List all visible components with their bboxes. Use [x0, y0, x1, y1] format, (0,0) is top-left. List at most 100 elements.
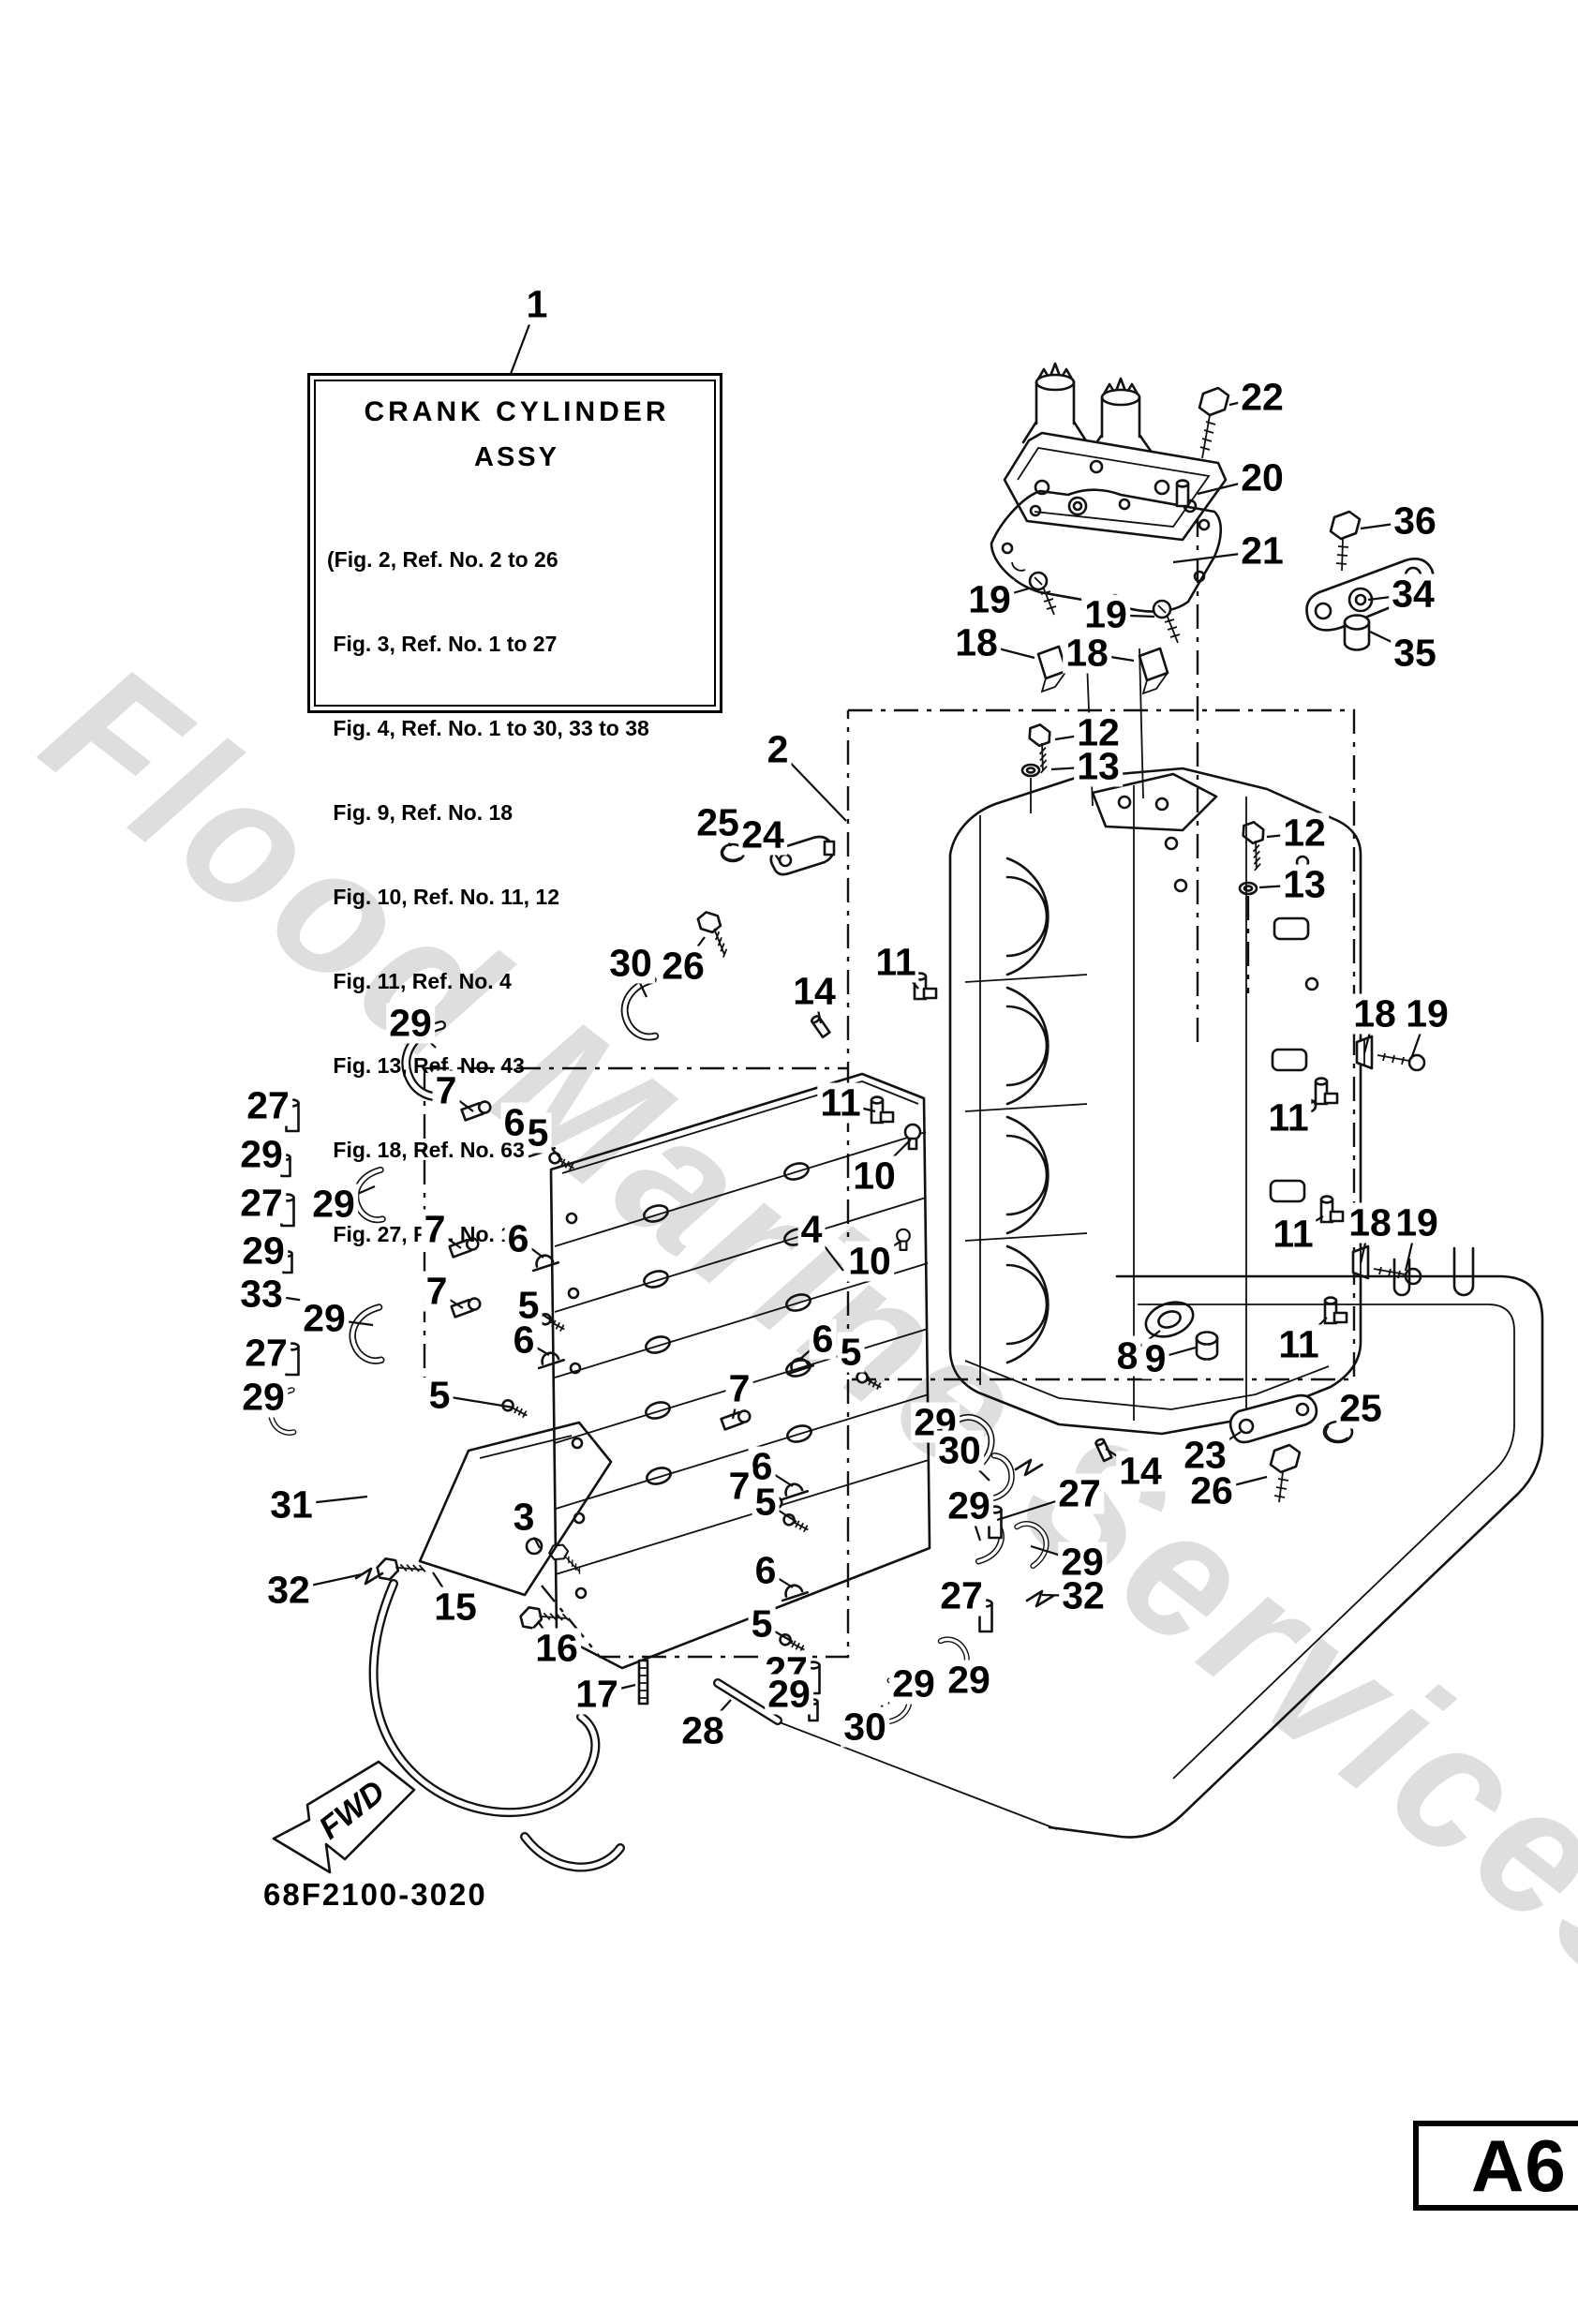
watermark-text: Flood Marine Services	[9, 625, 1578, 2033]
callout-18: 18	[1346, 1202, 1394, 1244]
callout-18: 18	[952, 622, 1001, 663]
callout-12: 12	[1074, 712, 1123, 753]
callout-22: 22	[1238, 377, 1287, 418]
callout-18: 18	[1350, 993, 1399, 1035]
callout-10: 10	[845, 1241, 894, 1282]
callout-3: 3	[510, 1497, 538, 1538]
callout-29: 29	[889, 1663, 938, 1705]
callout-29: 29	[237, 1134, 286, 1175]
callout-2: 2	[764, 729, 792, 770]
callout-30: 30	[841, 1706, 889, 1748]
callout-7: 7	[423, 1271, 451, 1312]
callout-6: 6	[500, 1102, 528, 1143]
callout-29: 29	[386, 1003, 435, 1044]
callout-4: 4	[797, 1209, 826, 1250]
callout-1: 1	[523, 284, 551, 325]
callout-15: 15	[431, 1587, 480, 1628]
callout-25: 25	[693, 802, 742, 843]
callout-21: 21	[1238, 530, 1287, 572]
callout-5: 5	[752, 1482, 780, 1523]
bolt-12-right	[1230, 816, 1281, 872]
callout-34: 34	[1389, 574, 1437, 615]
washer-13-left	[1020, 763, 1041, 778]
exhaust-flange-8	[1144, 1301, 1195, 1338]
callout-26: 26	[659, 946, 707, 987]
collar-35	[1343, 614, 1371, 651]
callout-32: 32	[1059, 1575, 1108, 1616]
anode-bracket-23	[1228, 1393, 1318, 1444]
figure-ref-line: (Fig. 2, Ref. No. 2 to 26	[327, 547, 558, 572]
page-tag: A6	[1413, 2121, 1578, 2211]
callout-6: 6	[752, 1550, 780, 1591]
figure-ref-line: Fig. 10, Ref. No. 11, 12	[327, 885, 559, 909]
figure-ref-line: Fig. 3, Ref. No. 1 to 27	[327, 632, 558, 656]
u-clips	[1392, 1246, 1475, 1297]
callout-28: 28	[678, 1710, 727, 1751]
callout-29: 29	[945, 1485, 993, 1527]
callout-9: 9	[1141, 1338, 1169, 1379]
figure-ref-line: Fig. 11, Ref. No. 4	[327, 969, 512, 993]
cylinder-head-cover	[1003, 362, 1228, 542]
callout-17: 17	[573, 1674, 621, 1715]
fwd-arrow: FWD	[272, 1760, 416, 1874]
callout-30: 30	[935, 1430, 984, 1471]
anode-18-right	[1138, 647, 1169, 695]
callout-8: 8	[1113, 1335, 1141, 1377]
callout-6: 6	[504, 1218, 532, 1259]
callout-7: 7	[725, 1368, 753, 1409]
callout-24: 24	[738, 814, 787, 856]
callout-6: 6	[510, 1319, 538, 1361]
bolt-15	[372, 1544, 427, 1591]
callout-14: 14	[1116, 1451, 1165, 1492]
callout-20: 20	[1238, 457, 1287, 499]
callout-5: 5	[425, 1375, 454, 1416]
callout-27: 27	[937, 1575, 986, 1616]
callout-31: 31	[267, 1484, 316, 1526]
callout-10: 10	[850, 1155, 899, 1197]
callout-6: 6	[809, 1318, 837, 1360]
callout-14: 14	[790, 971, 839, 1012]
dowel-pin-20	[1175, 479, 1190, 508]
callout-5: 5	[837, 1332, 865, 1373]
callout-19: 19	[1392, 1202, 1441, 1244]
callout-11: 11	[1275, 1324, 1322, 1365]
callout-30: 30	[606, 943, 655, 984]
bolt-26-lower	[1269, 1443, 1302, 1503]
callout-5: 5	[524, 1112, 552, 1154]
stud-17	[637, 1659, 649, 1706]
callout-18: 18	[1063, 633, 1111, 674]
callout-7: 7	[421, 1209, 449, 1250]
title-box: CRANK CYLINDER ASSY (Fig. 2, Ref. No. 2 …	[307, 373, 722, 1246]
screw-19-r1	[1377, 1052, 1426, 1072]
callout-29: 29	[765, 1674, 813, 1715]
bracket-32-hose	[368, 1579, 625, 1872]
callout-11: 11	[817, 1082, 864, 1124]
figure-references: (Fig. 2, Ref. No. 2 to 26 Fig. 3, Ref. N…	[327, 489, 707, 1304]
callout-19: 19	[1081, 594, 1130, 635]
bolt-36	[1329, 510, 1362, 572]
routing-panel-outline	[1048, 1274, 1544, 1839]
drawing-number: 68F2100-3020	[263, 1877, 487, 1912]
callout-11: 11	[1270, 1214, 1317, 1255]
assembly-subtitle: ASSY	[474, 442, 559, 472]
washer-13-right	[1238, 881, 1258, 896]
callout-27: 27	[1055, 1473, 1104, 1514]
callout-25: 25	[1336, 1388, 1385, 1429]
callout-5: 5	[514, 1285, 543, 1326]
collar-9	[1195, 1331, 1219, 1361]
callout-29: 29	[300, 1298, 349, 1339]
callout-27: 27	[242, 1333, 290, 1374]
bolt-22	[1198, 386, 1230, 459]
callout-19: 19	[965, 579, 1014, 620]
callout-13: 13	[1280, 864, 1329, 905]
cylinder-block	[948, 767, 1362, 1436]
callout-29: 29	[239, 1377, 288, 1418]
page-tag-label: A6	[1471, 2123, 1567, 2207]
callout-29: 29	[945, 1660, 993, 1701]
callout-11: 11	[1265, 1097, 1312, 1139]
callout-29: 29	[239, 1230, 288, 1272]
plugs-10	[896, 1123, 922, 1252]
callout-27: 27	[237, 1183, 286, 1224]
assembly-title: CRANK CYLINDER	[364, 396, 670, 427]
